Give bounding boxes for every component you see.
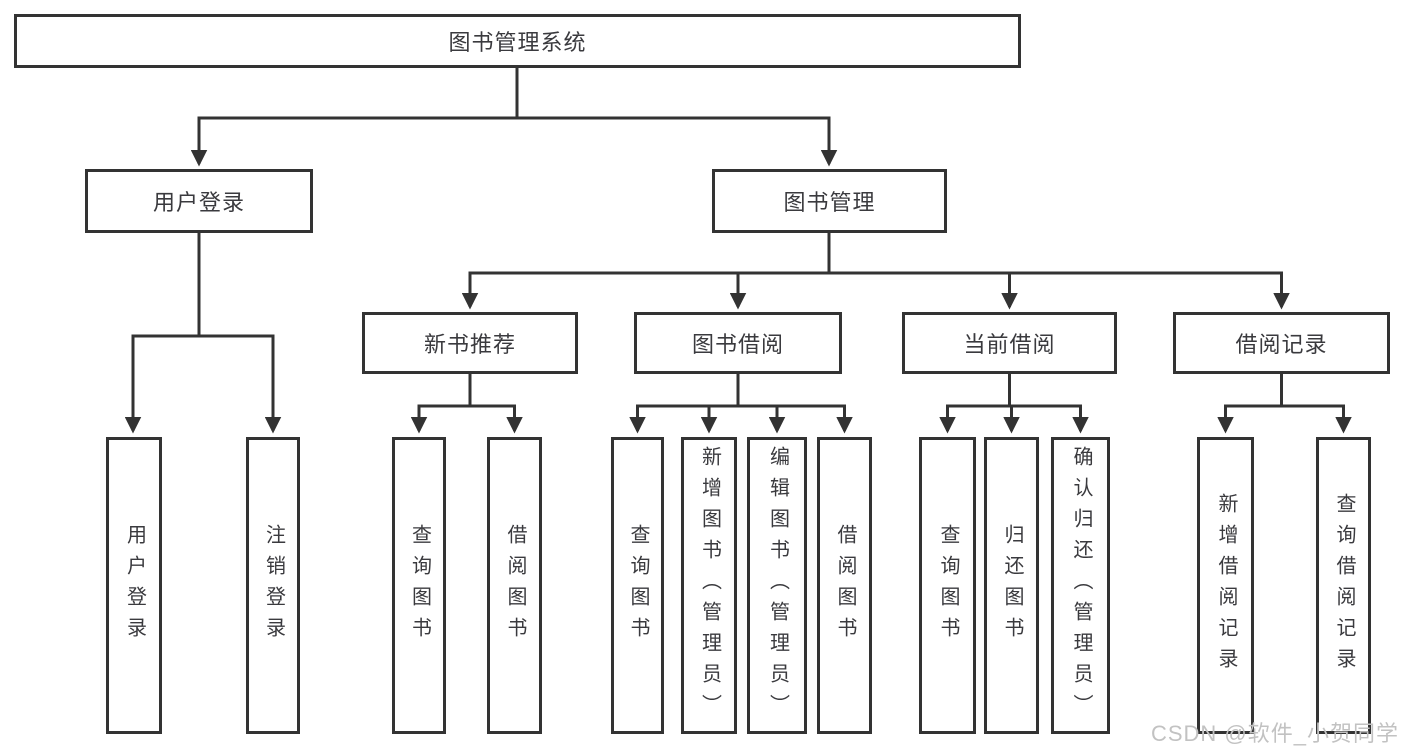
node-label: 注销登录 bbox=[262, 523, 285, 648]
node-label: 用户登录 bbox=[152, 190, 245, 215]
node-label: 图书借阅 bbox=[691, 332, 784, 357]
node-library-management-system: 图书管理系统 bbox=[14, 14, 1021, 68]
node-label: 新增借阅记录 bbox=[1215, 492, 1237, 679]
watermark: CSDN @软件_小贺同学 bbox=[1150, 721, 1399, 746]
node-label: 新书推荐 bbox=[423, 332, 516, 357]
node-book-borrowing: 图书借阅 bbox=[634, 312, 842, 374]
leaf-current-confirm-return-admin: 确认归还（管理员） bbox=[1051, 437, 1110, 734]
leaf-newbook-borrow-books: 借阅图书 bbox=[487, 437, 542, 734]
node-label: 图书管理 bbox=[783, 190, 876, 215]
leaf-current-return-books: 归还图书 bbox=[984, 437, 1039, 734]
leaf-borrow-query-books: 查询图书 bbox=[611, 437, 664, 734]
node-current-borrowing: 当前借阅 bbox=[902, 312, 1117, 374]
leaf-borrow-add-books-admin: 新增图书（管理员） bbox=[681, 437, 737, 734]
node-label: 借阅图书 bbox=[504, 523, 526, 648]
leaf-records-query-borrow-record: 查询借阅记录 bbox=[1316, 437, 1371, 734]
node-user-login: 用户登录 bbox=[85, 169, 313, 233]
node-label: 查询图书 bbox=[627, 523, 649, 648]
node-book-management: 图书管理 bbox=[712, 169, 947, 233]
node-label: 借阅图书 bbox=[834, 523, 856, 648]
leaf-records-add-borrow-record: 新增借阅记录 bbox=[1197, 437, 1254, 734]
node-label: 图书管理系统 bbox=[448, 30, 587, 55]
node-label: 查询图书 bbox=[408, 523, 431, 648]
node-label: 查询借阅记录 bbox=[1333, 492, 1355, 679]
leaf-borrow-borrow-books: 借阅图书 bbox=[817, 437, 872, 734]
leaf-newbook-query-books: 查询图书 bbox=[392, 437, 446, 734]
node-label: 查询图书 bbox=[937, 523, 959, 648]
node-label: 新增图书（管理员） bbox=[698, 446, 721, 725]
node-label: 当前借阅 bbox=[963, 332, 1056, 357]
node-label: 确认归还（管理员） bbox=[1070, 446, 1092, 725]
node-label: 借阅记录 bbox=[1235, 332, 1328, 357]
node-label: 用户登录 bbox=[123, 523, 146, 648]
leaf-user-login: 用户登录 bbox=[106, 437, 162, 734]
leaf-borrow-edit-books-admin: 编辑图书（管理员） bbox=[747, 437, 807, 734]
node-label: 归还图书 bbox=[1001, 523, 1023, 648]
node-label: 编辑图书（管理员） bbox=[766, 446, 789, 725]
leaf-logout: 注销登录 bbox=[246, 437, 300, 734]
node-new-book-recommendation: 新书推荐 bbox=[362, 312, 578, 374]
node-borrowing-records: 借阅记录 bbox=[1173, 312, 1390, 374]
leaf-current-query-books: 查询图书 bbox=[919, 437, 976, 734]
